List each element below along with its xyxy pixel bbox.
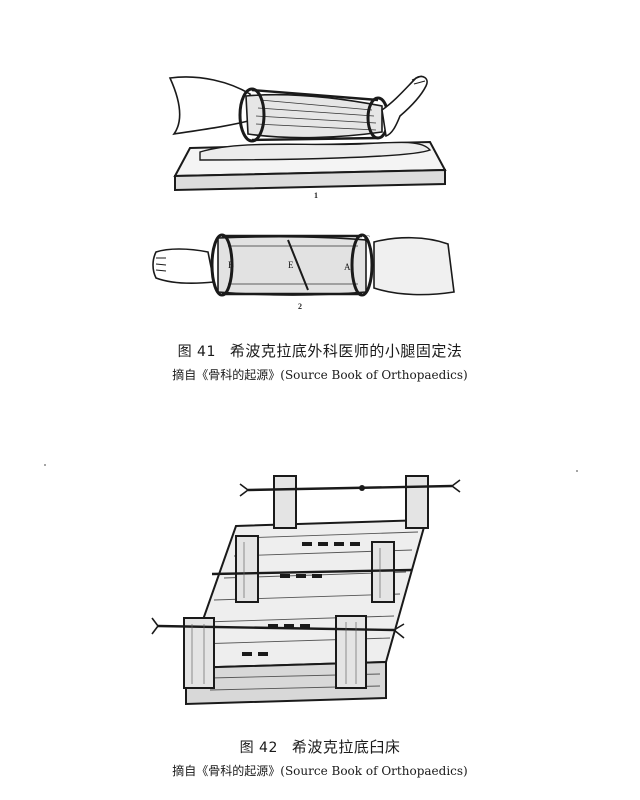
sublabel-2: 2 <box>298 302 302 311</box>
figure-42-source: 摘自《骨科的起源》(Source Book of Orthopaedics) <box>172 764 468 778</box>
speck <box>44 464 46 466</box>
rod-bottom <box>251 136 379 142</box>
part-label-e: E <box>288 260 294 270</box>
figure-41-source: 摘自《骨科的起源》(Source Book of Orthopaedics) <box>172 368 468 382</box>
figure-42-title: 希波克拉底臼床 <box>291 738 401 756</box>
thigh-right <box>373 236 455 296</box>
foot-left <box>152 248 215 284</box>
figure-41-title: 希波克拉底外科医师的小腿固定法 <box>229 342 463 360</box>
part-label-c: C <box>364 234 370 244</box>
axle-mid <box>211 568 413 576</box>
part-label-b: B <box>228 260 234 270</box>
axle-back <box>247 484 453 492</box>
figure-41-number: 图 41 <box>177 344 216 360</box>
post-mid-right <box>371 541 395 603</box>
figure-42-caption: 图 42 希波克拉底臼床 <box>0 736 640 757</box>
post-front-left <box>183 617 215 689</box>
board-front <box>174 168 446 192</box>
leg-upper <box>168 76 253 136</box>
foot <box>381 75 428 138</box>
post-back-right <box>405 475 429 529</box>
figure-42-number: 图 42 <box>239 740 278 756</box>
figure-42-drawing <box>151 475 461 706</box>
post-mid-left <box>235 535 259 603</box>
ring-proximal <box>238 87 266 143</box>
post-front-right <box>335 615 367 689</box>
post-back-left <box>273 475 297 529</box>
figure-41-caption: 图 41 希波克拉底外科医师的小腿固定法 <box>0 340 640 361</box>
figure-41-drawing-1 <box>168 75 447 192</box>
part-label-a: A <box>344 262 351 272</box>
rod-top <box>251 88 379 102</box>
splint-body <box>245 93 383 139</box>
rod-mid <box>287 239 309 291</box>
figure-41-drawing-2: B E A C <box>152 233 455 297</box>
speck <box>576 470 578 472</box>
sublabel-1: 1 <box>314 191 318 200</box>
cloth <box>199 141 432 161</box>
axle-front <box>157 624 395 632</box>
